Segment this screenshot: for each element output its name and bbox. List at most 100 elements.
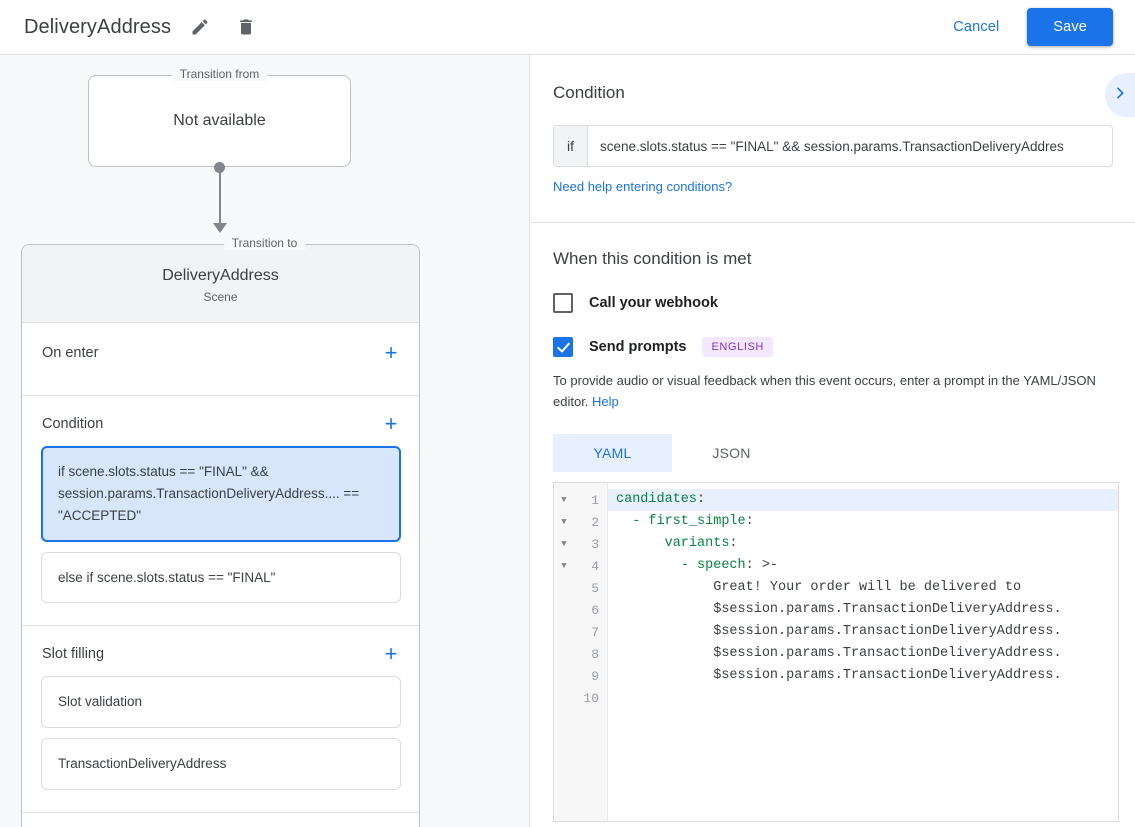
editor-code-area[interactable]: candidates: - first_simple: variants: - … [608,483,1118,821]
line-number: 9 [591,668,599,684]
section-divider [531,222,1135,223]
condition-help-link[interactable]: Need help entering conditions? [553,179,733,194]
call-webhook-checkbox[interactable] [553,293,573,313]
editor-code-line [608,687,1118,709]
editor-code-line: candidates: [608,489,1118,512]
collapse-panel-button[interactable] [1105,73,1135,117]
yaml-key: - speech [680,558,746,574]
editor-code-line: $session.params.TransactionDeliveryAddre… [616,602,1062,618]
when-condition-title: When this condition is met [553,249,752,268]
section-header-condition: Condition + [22,396,419,446]
editor-code-line: $session.params.TransactionDeliveryAddre… [616,646,1062,662]
condition-input[interactable] [588,126,1112,166]
section-condition: Condition + if scene.slots.status == "FI… [22,396,419,627]
prompts-hint-text: To provide audio or visual feedback when… [553,373,1096,409]
editor-gutter-line: 8 [554,643,607,665]
yaml-key: candidates [616,492,698,508]
scene-header: DeliveryAddress Scene [22,245,419,323]
section-custom-intent-handling: Custom intent handling + [22,813,419,827]
yaml-punct: : [745,514,754,530]
transition-from-legend: Transition from [171,67,268,81]
line-number: 6 [591,602,599,618]
page-title: DeliveryAddress [24,15,172,38]
editor-code-line: variants: [608,533,1118,555]
yaml-punct: : >- [745,558,779,574]
editor-gutter-line: ▼2 [554,511,607,533]
slot-validation-item[interactable]: Slot validation [41,676,401,729]
yaml-punct: : [729,536,738,552]
cancel-button[interactable]: Cancel [939,10,1013,44]
editor-gutter-line: 9 [554,665,607,687]
editor-code-line: Great! Your order will be delivered to [616,580,1022,596]
connector-arrow [213,223,227,233]
condition-detail-panel: Condition if Need help entering conditio… [531,55,1135,827]
editor-gutter-line: 10 [554,687,607,709]
section-title-on-enter: On enter [42,345,99,361]
editor-tabs: YAML JSON [553,434,1113,473]
topbar-actions: Cancel Save [939,8,1113,46]
condition-section: Condition if Need help entering conditio… [531,55,1135,196]
condition-item[interactable]: else if scene.slots.status == "FINAL" [41,551,401,604]
line-number: 3 [591,536,599,552]
editor-gutter-line: 6 [554,599,607,621]
transition-graph-panel: Transition from Not available Transition… [0,55,530,827]
pencil-icon [190,17,210,37]
editor-code-line: $session.params.TransactionDeliveryAddre… [616,668,1062,684]
edit-name-button[interactable] [183,10,217,44]
condition-section-title: Condition [553,83,625,102]
editor-gutter-line: ▼1 [554,489,607,511]
tab-json[interactable]: JSON [712,445,751,462]
add-condition-button[interactable]: + [384,411,398,436]
fold-arrow-icon[interactable]: ▼ [561,561,567,572]
send-prompts-checkbox[interactable] [553,337,573,357]
tab-yaml[interactable]: YAML [553,434,672,473]
line-number: 8 [591,646,599,662]
language-badge: ENGLISH [702,337,773,357]
line-number: 2 [591,514,599,530]
send-prompts-row[interactable]: Send prompts ENGLISH [553,337,1113,357]
trash-icon [236,17,256,37]
section-header-slot-filling: Slot filling + [22,626,419,676]
connector-line [219,167,221,229]
save-button[interactable]: Save [1027,8,1113,46]
fold-arrow-icon[interactable]: ▼ [561,495,567,506]
section-title-condition: Condition [42,416,104,432]
top-app-bar: DeliveryAddress Cancel Save [0,0,1135,55]
transition-from-card[interactable]: Transition from Not available [88,67,351,167]
line-number: 7 [591,624,599,640]
chevron-right-icon [1112,85,1128,106]
section-header-on-enter: On enter + [22,323,419,383]
editor-code-line: - first_simple: [608,511,1118,533]
editor-code-line: - speech: >- [608,555,1118,577]
when-condition-met-section: When this condition is met Call your web… [531,223,1135,823]
yaml-punct: : [697,492,706,508]
line-number: 4 [591,558,599,574]
condition-item-selected[interactable]: if scene.slots.status == "FINAL" && sess… [41,446,401,542]
if-prefix-label: if [554,126,588,166]
line-number: 1 [591,492,599,508]
add-on-enter-button[interactable]: + [384,340,398,365]
section-header-custom-intent: Custom intent handling + [22,813,419,827]
yaml-key: variants [664,536,730,552]
scene-type: Scene [203,290,238,304]
fold-arrow-icon[interactable]: ▼ [561,539,567,550]
section-on-enter: On enter + [22,323,419,396]
delete-button[interactable] [229,10,263,44]
condition-input-row: if [553,125,1113,167]
send-prompts-label: Send prompts [589,339,687,355]
add-slot-filling-button[interactable]: + [384,641,398,667]
transition-to-legend: Transition to [223,236,306,250]
yaml-key: - first_simple [632,514,746,530]
scene-name: DeliveryAddress [162,267,279,284]
line-number: 10 [583,690,599,706]
prompts-hint: To provide audio or visual feedback when… [553,371,1113,412]
fold-arrow-icon[interactable]: ▼ [561,517,567,528]
transition-from-value: Not available [173,112,266,129]
slot-item[interactable]: TransactionDeliveryAddress [41,738,401,791]
webhook-row[interactable]: Call your webhook [553,293,1113,313]
call-webhook-label: Call your webhook [589,295,718,311]
line-number: 5 [591,580,599,596]
prompts-help-link[interactable]: Help [592,393,619,409]
